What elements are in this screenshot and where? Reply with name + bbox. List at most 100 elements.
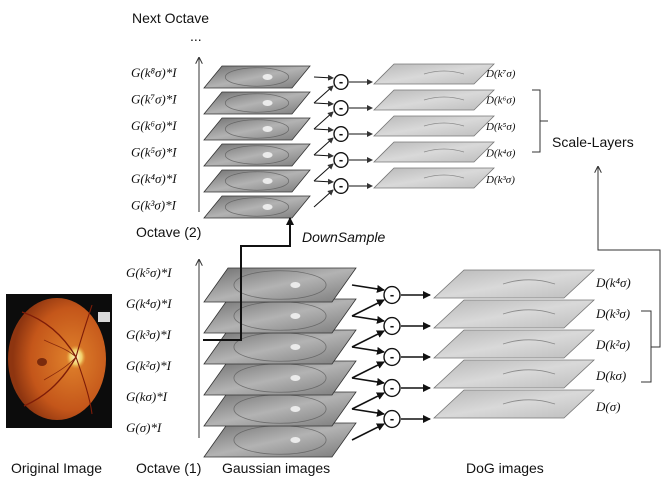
octave1-minus-operator-1: - <box>383 285 401 305</box>
octave1-op-in-a-1 <box>351 284 385 293</box>
octave2-minus-operator-5: - <box>333 177 349 195</box>
downsample-label: DownSample <box>302 229 385 245</box>
octave2-dog-label-2: D(k⁶σ) <box>485 95 516 107</box>
octave2-dog-layer-5 <box>373 167 495 189</box>
downsample-arrow <box>203 217 294 341</box>
octave2-op-in-b-5 <box>313 189 334 208</box>
svg-text:-: - <box>339 74 343 89</box>
octave2-dog-label-5: D(k³σ) <box>485 174 515 186</box>
octave2-gaussian-label-2: G(k⁷σ)*I <box>131 92 177 107</box>
octave1-gaussian-layer-5 <box>203 391 357 427</box>
svg-text:-: - <box>339 152 343 167</box>
octave1-gaussian-layer-1 <box>203 267 357 303</box>
octave2-dog-label-4: D(k⁴σ) <box>485 148 516 160</box>
next-octave-ellipsis: ... <box>190 28 202 44</box>
octave2-op-in-a-3 <box>313 126 334 133</box>
octave2-dog-stack <box>373 63 495 189</box>
octave1-label: Octave (1) <box>136 460 201 476</box>
octave1-gaussian-layer-3 <box>203 329 357 365</box>
octave2-label: Octave (2) <box>136 224 201 240</box>
octave1-gaussian-labels: G(k⁵σ)*I G(k⁴σ)*I G(k³σ)*I G(k²σ)*I G(kσ)*I G… <box>126 265 172 435</box>
octave1-dog-label-4: D(kσ) <box>595 368 626 383</box>
octave2-gaussian-layer-2 <box>203 91 311 115</box>
octave1-op-in-b-4 <box>351 392 385 410</box>
octave1-dog-layer-3 <box>432 329 596 359</box>
next-octave-label: Next Octave <box>132 10 209 26</box>
gaussian-images-label: Gaussian images <box>222 460 330 476</box>
octave1-op-in-a-3 <box>351 346 385 355</box>
octave1-minus-operator-4: - <box>383 378 401 398</box>
octave1-op-in-b-5 <box>351 423 385 441</box>
octave1-dog-layer-4 <box>432 359 596 389</box>
octave1-op-in-b-3 <box>351 361 385 379</box>
octave2-op-in-b-3 <box>313 137 334 156</box>
scale-layers-bracket-top <box>532 89 541 153</box>
octave1-op-in-b-1 <box>351 299 385 317</box>
octave2-gaussian-layer-3 <box>203 117 311 141</box>
octave1-dog-labels: D(k⁴σ) D(k³σ) D(k²σ) D(kσ) D(σ) <box>595 275 631 414</box>
octave1-subtraction-operators: - - - - - <box>351 284 431 441</box>
octave2-op-in-b-2 <box>313 111 334 130</box>
svg-text:-: - <box>390 411 394 426</box>
octave2-dog-layer-3 <box>373 115 495 137</box>
original-image-label: Original Image <box>11 460 102 476</box>
svg-text:-: - <box>339 178 343 193</box>
octave1-minus-operator-2: - <box>383 316 401 336</box>
octave1-gaussian-label-4: G(k²σ)*I <box>126 358 172 373</box>
octave1-dog-label-5: D(σ) <box>595 399 620 414</box>
octave1-gaussian-label-6: G(σ)*I <box>126 420 162 435</box>
octave1-gaussian-layer-2 <box>203 298 357 334</box>
octave1-gaussian-label-5: G(kσ)*I <box>126 389 168 404</box>
octave1-gaussian-label-3: G(k³σ)*I <box>126 327 172 342</box>
octave1-dog-layer-1 <box>432 269 596 299</box>
svg-text:-: - <box>390 318 394 333</box>
octave1-gaussian-stack <box>203 267 357 458</box>
octave2-dog-layer-1 <box>373 63 495 85</box>
octave2-gaussian-label-4: G(k⁵σ)*I <box>131 145 177 160</box>
octave1-dog-label-3: D(k²σ) <box>595 337 630 352</box>
octave1-op-in-b-2 <box>351 330 385 348</box>
octave2-minus-operator-1: - <box>333 73 349 91</box>
octave2-op-in-b-4 <box>313 163 334 182</box>
svg-text:-: - <box>390 380 394 395</box>
octave2-minus-operator-2: - <box>333 99 349 117</box>
octave1-op-in-a-4 <box>351 377 385 386</box>
octave2-gaussian-label-1: G(k⁸σ)*I <box>131 65 177 80</box>
octave2-dog-labels: D(k⁷σ)D(k⁶σ)D(k⁵σ)D(k⁴σ)D(k³σ) <box>485 68 516 186</box>
octave2-gaussian-layer-4 <box>203 143 311 167</box>
octave1-dog-label-1: D(k⁴σ) <box>595 275 631 290</box>
octave1-op-in-a-5 <box>351 408 385 417</box>
octave2-gaussian-label-3: G(k⁶σ)*I <box>131 118 177 133</box>
octave1-dog-layer-2 <box>432 299 596 329</box>
octave2-op-in-a-4 <box>313 152 334 159</box>
octave2-gaussian-layer-6 <box>203 195 311 219</box>
svg-text:-: - <box>390 287 394 302</box>
octave1-gaussian-label-2: G(k⁴σ)*I <box>126 296 172 311</box>
octave2-gaussian-label-5: G(k⁴σ)*I <box>131 171 177 186</box>
svg-text:-: - <box>390 349 394 364</box>
octave1-dog-label-2: D(k³σ) <box>595 306 630 321</box>
octave1-minus-operator-5: - <box>383 409 401 429</box>
octave2-gaussian-layer-5 <box>203 169 311 193</box>
octave2-minus-operator-3: - <box>333 125 349 143</box>
octave1-minus-operator-3: - <box>383 347 401 367</box>
octave1-gaussian-layer-4 <box>203 360 357 396</box>
scale-layers-label: Scale-Layers <box>552 134 634 150</box>
octave2-subtraction-operators: - - - - - <box>313 73 373 208</box>
original-retina-image <box>6 294 112 428</box>
octave2-op-in-b-1 <box>313 85 334 104</box>
scale-layers-connector <box>598 167 661 348</box>
octave2-dog-label-3: D(k⁵σ) <box>485 121 516 133</box>
octave2-op-in-a-2 <box>313 100 334 107</box>
octave2-gaussian-labels: G(k⁸σ)*I G(k⁷σ)*I G(k⁶σ)*I G(k⁵σ)*I G(k⁴σ)*I… <box>131 65 177 213</box>
dog-images-label: DoG images <box>466 460 544 476</box>
octave2-op-in-a-1 <box>313 74 334 81</box>
octave2-gaussian-label-6: G(k³σ)*I <box>131 198 177 213</box>
octave2-dog-layer-2 <box>373 89 495 111</box>
octave1-dog-layer-5 <box>432 389 596 419</box>
octave2-gaussian-stack <box>203 65 311 219</box>
octave2-gaussian-layer-1 <box>203 65 311 89</box>
octave1-gaussian-label-1: G(k⁵σ)*I <box>126 265 172 280</box>
svg-text:-: - <box>339 126 343 141</box>
octave2-op-in-a-5 <box>313 178 334 185</box>
